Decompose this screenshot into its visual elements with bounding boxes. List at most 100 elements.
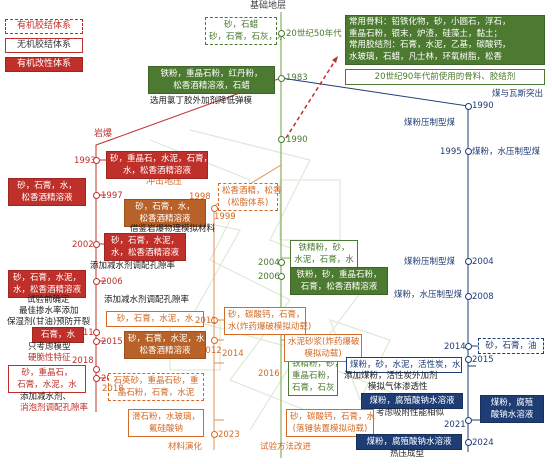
- note-2015-a: 只考虑模型: [28, 342, 71, 352]
- center-box-sand-wax: 砂，石蜡 砂，石膏，石灰，水: [205, 17, 286, 45]
- year-2006-red: 2006: [101, 277, 123, 287]
- red-box-2002: 砂，石膏，水泥， 水，松香酒精溶液: [104, 233, 186, 261]
- navy-box-humate-small: 煤粉，腐殖 酸钠水溶液: [480, 395, 544, 423]
- center-box-iron-powder: 铁粉，重晶石粉，红丹粉， 松香酒精溶液，石蜡: [148, 66, 275, 94]
- center-box-iron-barite: 铁粉，砂，重晶石粉， 石膏，松香酒精溶液: [290, 267, 388, 295]
- legend-organic: 有机胶结体系: [5, 19, 83, 34]
- note-2006-c: 保湿剂(甘油)预防开裂: [7, 317, 91, 327]
- node-2008: [465, 293, 472, 300]
- year-1983: 1983: [286, 73, 308, 83]
- node-2019-red: [93, 375, 100, 382]
- legend-inorganic: 无机胶结体系: [5, 38, 83, 53]
- year-2004-center: 2004: [258, 258, 280, 268]
- orange-box-quartz: 石英砂，重晶石砂，重 晶石粉，石膏，水泥: [108, 373, 204, 401]
- year-1999: 1999: [214, 212, 236, 222]
- node-2004-navy: [465, 258, 472, 265]
- year-2006-center: 2006: [258, 272, 280, 282]
- note-2024: 热压成型: [390, 449, 425, 459]
- year-2014-navy: 2014: [444, 342, 466, 352]
- node-1990-center: [278, 136, 285, 143]
- navy-box-humate: 煤粉，腐殖酸钠水溶液: [361, 393, 463, 409]
- note-2004-navy: 煤粉压制型煤: [404, 257, 456, 267]
- note-2006-a: 试验前确定: [27, 295, 70, 305]
- red-box-2019: 砂，重晶石， 石膏，水泥，水: [8, 365, 86, 393]
- red-box-1997: 砂，石膏，水， 松香酒精溶液: [8, 178, 86, 206]
- note-1995: 煤粉，水压制型煤: [472, 147, 541, 157]
- node-2023: [211, 431, 218, 438]
- year-2015-red: 2015: [101, 337, 123, 347]
- note-1950s: 20世纪50年代: [286, 29, 342, 39]
- node-1997: [93, 192, 100, 199]
- year-2011-orange: 2011: [195, 316, 217, 326]
- navy-box-2015: 煤粉，砂，水泥，活性炭，水: [346, 357, 462, 373]
- orange-box-carbonate: 砂，碳酸钙，石膏， 水(炸药爆破模拟动载): [224, 307, 311, 335]
- node-2015-navy: [465, 356, 472, 363]
- node-2012: [211, 337, 218, 344]
- year-2012: 2012: [200, 346, 222, 356]
- label-rockburst: 岩爆: [94, 129, 113, 139]
- year-2023: 2023: [218, 430, 240, 440]
- note-2011-orange: 添加减水剂调配孔隙率: [104, 295, 190, 305]
- center-box-iron-gypsum-lime: 铁精粉，砂， 重晶石粉， 石膏，石灰: [288, 356, 343, 396]
- node-2004-center: [278, 259, 285, 266]
- note-2006-b: 最佳掺水率添加: [19, 306, 79, 316]
- legend-organic-modified: 有机改性体系: [5, 57, 83, 72]
- node-1990-navy: [465, 103, 472, 110]
- year-1995: 1995: [440, 147, 462, 157]
- label-coal-gas: 煤与瓦斯突出: [492, 89, 544, 99]
- year-2018-red: 2018: [72, 356, 94, 366]
- year-2008: 2008: [472, 292, 494, 302]
- note-2021: 考虑吸附性能相似: [376, 408, 445, 418]
- year-1990-center: 1990: [286, 135, 308, 145]
- year-1993: 1993: [74, 156, 96, 166]
- year-1990-navy: 1990: [472, 101, 494, 111]
- year-1998: 1998: [189, 192, 211, 202]
- year-1997: 1997: [101, 191, 123, 201]
- red-box-1993: 砂，重晶石，水泥，石膏， 水，松香酒精溶液: [106, 151, 212, 179]
- year-2018-orange: 2018: [102, 384, 124, 394]
- year-2021: 2021: [444, 420, 466, 430]
- node-1995: [465, 148, 472, 155]
- node-2014-navy: [465, 343, 472, 350]
- node-2011-red: [93, 329, 100, 336]
- note-1999: 借鉴岩爆物理模拟材料: [130, 224, 216, 234]
- note-2019-b: 消泡剂调配孔隙率: [20, 403, 89, 413]
- node-1950s: [278, 30, 285, 37]
- label-method: 试验方法改进: [260, 442, 312, 452]
- year-2024: 2024: [472, 438, 494, 448]
- label-impact: 冲击地压: [146, 177, 183, 187]
- note-2015-b: 硬脆性特征: [28, 353, 71, 363]
- note-2002: 添加减水剂调配孔隙率: [90, 261, 176, 271]
- year-2015-navy: 2015: [472, 355, 494, 365]
- dashed-arrow: [285, 55, 339, 139]
- center-note-pre-1990s: 20世纪90年代前使用的骨料、胶结剂: [345, 69, 545, 85]
- navy-box-sand-oil: 砂，石膏，油: [478, 338, 544, 354]
- node-2006-center: [278, 273, 285, 280]
- year-2004-navy: 2004: [472, 257, 494, 267]
- orange-box-2012: 砂，石膏，水泥，水， 松香酒精溶液: [124, 331, 213, 359]
- note-1990-navy: 煤粉压制型煤: [404, 118, 456, 128]
- orange-box-talc: 滑石粉，水玻璃， 氟硅酸钠: [128, 409, 204, 437]
- orange-box-drop-hammer: 砂，碳酸钙，石膏，水 (落锤装置模拟动载): [286, 409, 375, 437]
- year-2016: 2016: [258, 369, 280, 379]
- center-box-common-materials: 常用骨料：铅铁化物，砂，小圆石，浮石， 重晶石粉，银末，炉渣，硅藻土，黏土； 常…: [345, 15, 545, 65]
- note-2015-navy-b: 模拟气体渗透性: [368, 382, 428, 392]
- orange-box-2011: 砂，石膏，水泥，水: [106, 311, 204, 327]
- orange-box-rosin: 松香酒精，松香 (松脂体系): [218, 183, 282, 211]
- center-box-iron-concentrate: 铁精粉，砂， 水泥，石膏，水: [290, 240, 358, 268]
- orange-box-1998: 砂，石膏，水， 松香酒精溶液: [124, 199, 206, 227]
- year-2002: 2002: [72, 240, 94, 250]
- note-2015-navy-a: 添加煤粉，活性炭外加剂: [344, 371, 438, 381]
- label-material: 材料演化: [168, 442, 203, 452]
- dashed-arrow-head: [332, 56, 338, 63]
- red-box-2006: 砂，石膏，水泥， 水，松香酒精溶液: [8, 270, 86, 298]
- note-chloroprene: 选用氯丁胶外加剂降低弹模: [150, 96, 253, 106]
- node-2015-red: [93, 338, 100, 345]
- diagram-title: 基础地层: [250, 1, 287, 11]
- node-2006-red: [93, 278, 100, 285]
- note-2019-a: 添加减水剂、: [20, 392, 72, 402]
- navy-box-hot-press: 煤粉，腐殖酸钠水溶液: [356, 434, 462, 450]
- node-1999: [211, 205, 218, 212]
- red-box-2015: 石膏，水: [32, 327, 84, 343]
